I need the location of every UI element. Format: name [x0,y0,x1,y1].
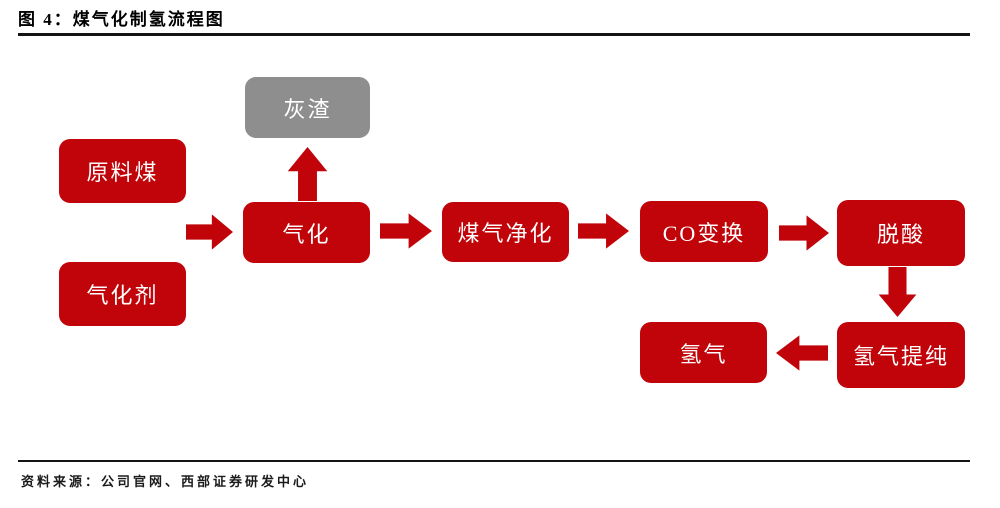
node-co-shift: CO变换 [640,201,768,262]
node-label: 煤气净化 [457,221,554,246]
arrow-right-icon [186,212,233,252]
node-deacidification: 脱酸 [837,200,965,266]
arrow-down-icon [877,267,918,317]
figure-title: 图 4：煤气化制氢流程图 [18,10,225,29]
node-gasification-agent: 气化剂 [59,262,186,326]
node-label: 气化剂 [86,283,159,308]
node-label: CO变换 [662,220,746,246]
top-rule [18,33,970,36]
arrow-right-icon [779,213,829,253]
node-label: 脱酸 [876,222,925,247]
node-ash: 灰渣 [245,77,370,138]
node-label: 原料煤 [86,160,159,185]
node-hydrogen-purification: 氢气提纯 [837,322,965,388]
node-label: 氢气 [679,341,728,367]
node-gas-purification: 煤气净化 [442,202,569,262]
arrow-right-icon [578,211,629,251]
node-gasification: 气化 [243,202,370,263]
node-label: 氢气提纯 [852,344,949,369]
bottom-rule [18,460,970,462]
arrow-right-icon [380,211,432,251]
node-hydrogen: 氢气 [640,322,767,383]
node-label: 气化 [282,221,331,247]
arrow-up-icon [286,147,329,201]
node-label: 灰渣 [283,96,332,122]
source-note: 资料来源：公司官网、西部证券研发中心 [21,474,310,489]
arrow-left-icon [776,333,828,373]
node-raw-coal: 原料煤 [59,139,186,203]
